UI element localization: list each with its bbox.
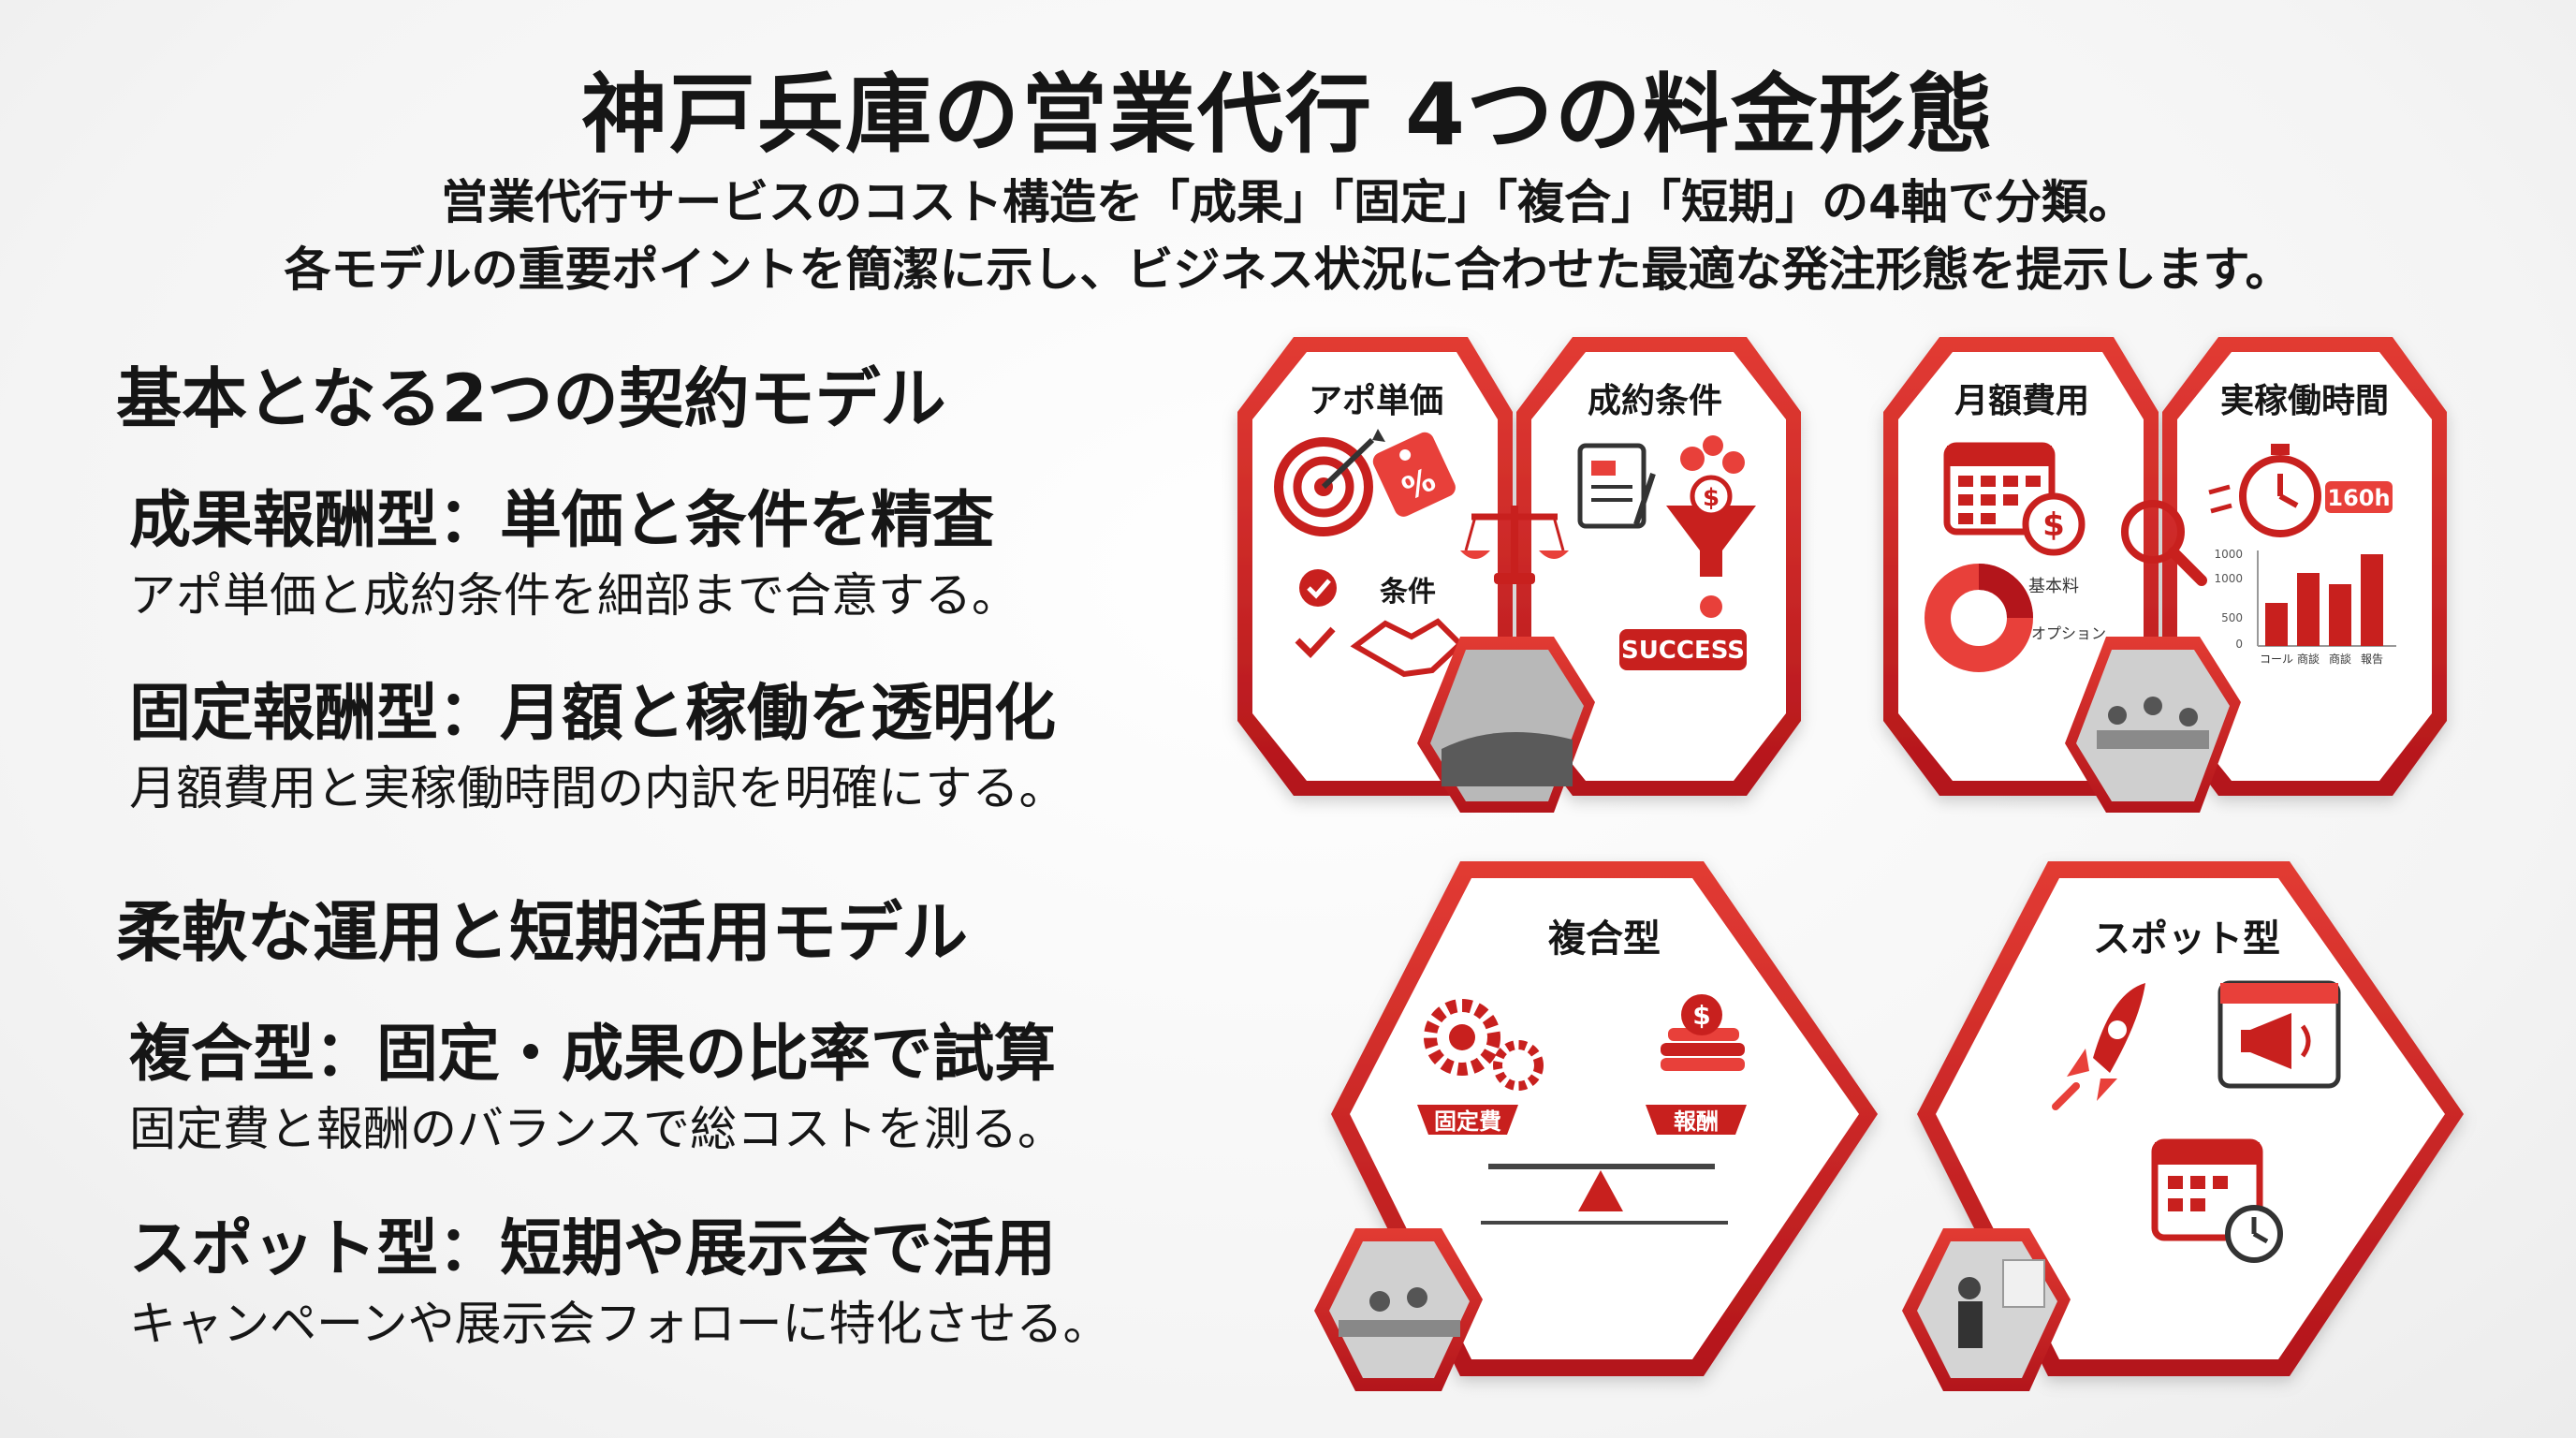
bar-chart-icon <box>2257 550 2396 647</box>
bar-axis-label-2: 商談 <box>2297 652 2320 666</box>
item-title-fixed: 固定報酬型：月額と稼働を透明化 <box>129 677 1056 749</box>
section-heading-flexible: 柔軟な運用と短期活用モデル <box>116 894 968 971</box>
card-fixed-left-label: 月額費用 <box>1954 382 2089 420</box>
handshake-icon <box>1350 618 1465 678</box>
card-spot-label: スポット型 <box>2093 917 2280 961</box>
success-badge: SUCCESS <box>1619 629 1747 670</box>
condition-label: 条件 <box>1380 576 1436 609</box>
gears-icon <box>1424 999 1544 1091</box>
presenter-photo <box>1902 1228 2071 1391</box>
percent-tag-icon: % <box>1372 432 1456 517</box>
meeting-photo <box>1314 1228 1483 1391</box>
stopwatch-icon <box>2208 444 2321 537</box>
rocket-icon <box>2052 983 2145 1110</box>
funnel-coins-icon: $ <box>1666 435 1756 618</box>
target-icon <box>1274 429 1385 536</box>
item-title-spot: スポット型：短期や展示会で活用 <box>129 1212 1056 1284</box>
bar-axis-label-4: 報告 <box>2361 653 2383 666</box>
section-heading-basic: 基本となる2つの契約モデル <box>116 360 946 437</box>
svg-text:$: $ <box>2042 506 2065 544</box>
y-tick-1: 1000 <box>2214 548 2243 561</box>
scale-icon <box>1460 506 1569 584</box>
magnifier-icon <box>2121 500 2207 586</box>
item-desc-performance: アポ単価と成約条件を細部まで合意する。 <box>129 568 1018 623</box>
pie-chart-icon <box>1925 564 2033 672</box>
bar-axis-label-3: 商談 <box>2329 652 2351 666</box>
success-label: SUCCESS <box>1621 637 1745 665</box>
y-tick-3: 500 <box>2221 611 2243 624</box>
y-tick-4: 0 <box>2235 638 2243 651</box>
bar-axis-label-1: コール <box>2260 653 2293 666</box>
calendar-clock-icon <box>2151 1138 2283 1263</box>
coin-stack-icon: $ <box>1661 994 1745 1071</box>
item-desc-fixed: 月額費用と実稼働時間の内訳を明確にする。 <box>129 761 1066 815</box>
calendar-dollar-icon: $ <box>1943 442 2086 556</box>
subtitle-line-1: 営業代行サービスのコスト構造を「成果」「固定」「複合」「短期」の4軸で分類。 <box>441 175 2135 229</box>
item-desc-hybrid: 固定費と報酬のバランスで総コストを測る。 <box>129 1102 1064 1156</box>
svg-text:$: $ <box>1703 484 1720 512</box>
item-title-performance: 成果報酬型：単価と条件を精査 <box>129 484 994 556</box>
hours-label: 160h <box>2327 485 2390 511</box>
hybrid-right-pan: 報酬 <box>1674 1108 1719 1135</box>
pie-label-base: 基本料 <box>2028 577 2079 596</box>
check-icon <box>1295 569 1337 659</box>
item-title-hybrid: 複合型：固定・成果の比率で試算 <box>129 1018 1056 1090</box>
card-hybrid <box>1331 861 1878 1376</box>
item-desc-spot: キャンペーンや展示会フォローに特化させる。 <box>129 1297 1110 1351</box>
megaphone-screen-icon <box>2217 980 2341 1089</box>
subtitle-line-2: 各モデルの重要ポイントを簡潔に示し、ビジネス状況に合わせた最適な発注形態を提示し… <box>284 242 2292 297</box>
office-photo <box>2065 637 2241 813</box>
handshake-photo <box>1417 637 1595 813</box>
page-title: 神戸兵庫の営業代行 4つの料金形態 <box>580 65 1996 165</box>
card-performance-right-label: 成約条件 <box>1588 382 1722 420</box>
card-hybrid-label: 複合型 <box>1548 917 1661 961</box>
y-tick-2: 1000 <box>2214 572 2243 585</box>
balance-icon <box>1417 1105 1747 1225</box>
hours-badge: 160h <box>2325 481 2393 513</box>
card-fixed-right-label: 実稼働時間 <box>2220 382 2389 420</box>
svg-text:$: $ <box>1692 1000 1710 1031</box>
pie-label-option: オプション <box>2031 624 2106 642</box>
document-pen-icon <box>1577 443 1656 529</box>
hybrid-left-pan: 固定費 <box>1434 1108 1501 1135</box>
card-performance-left-label: アポ単価 <box>1309 381 1443 420</box>
